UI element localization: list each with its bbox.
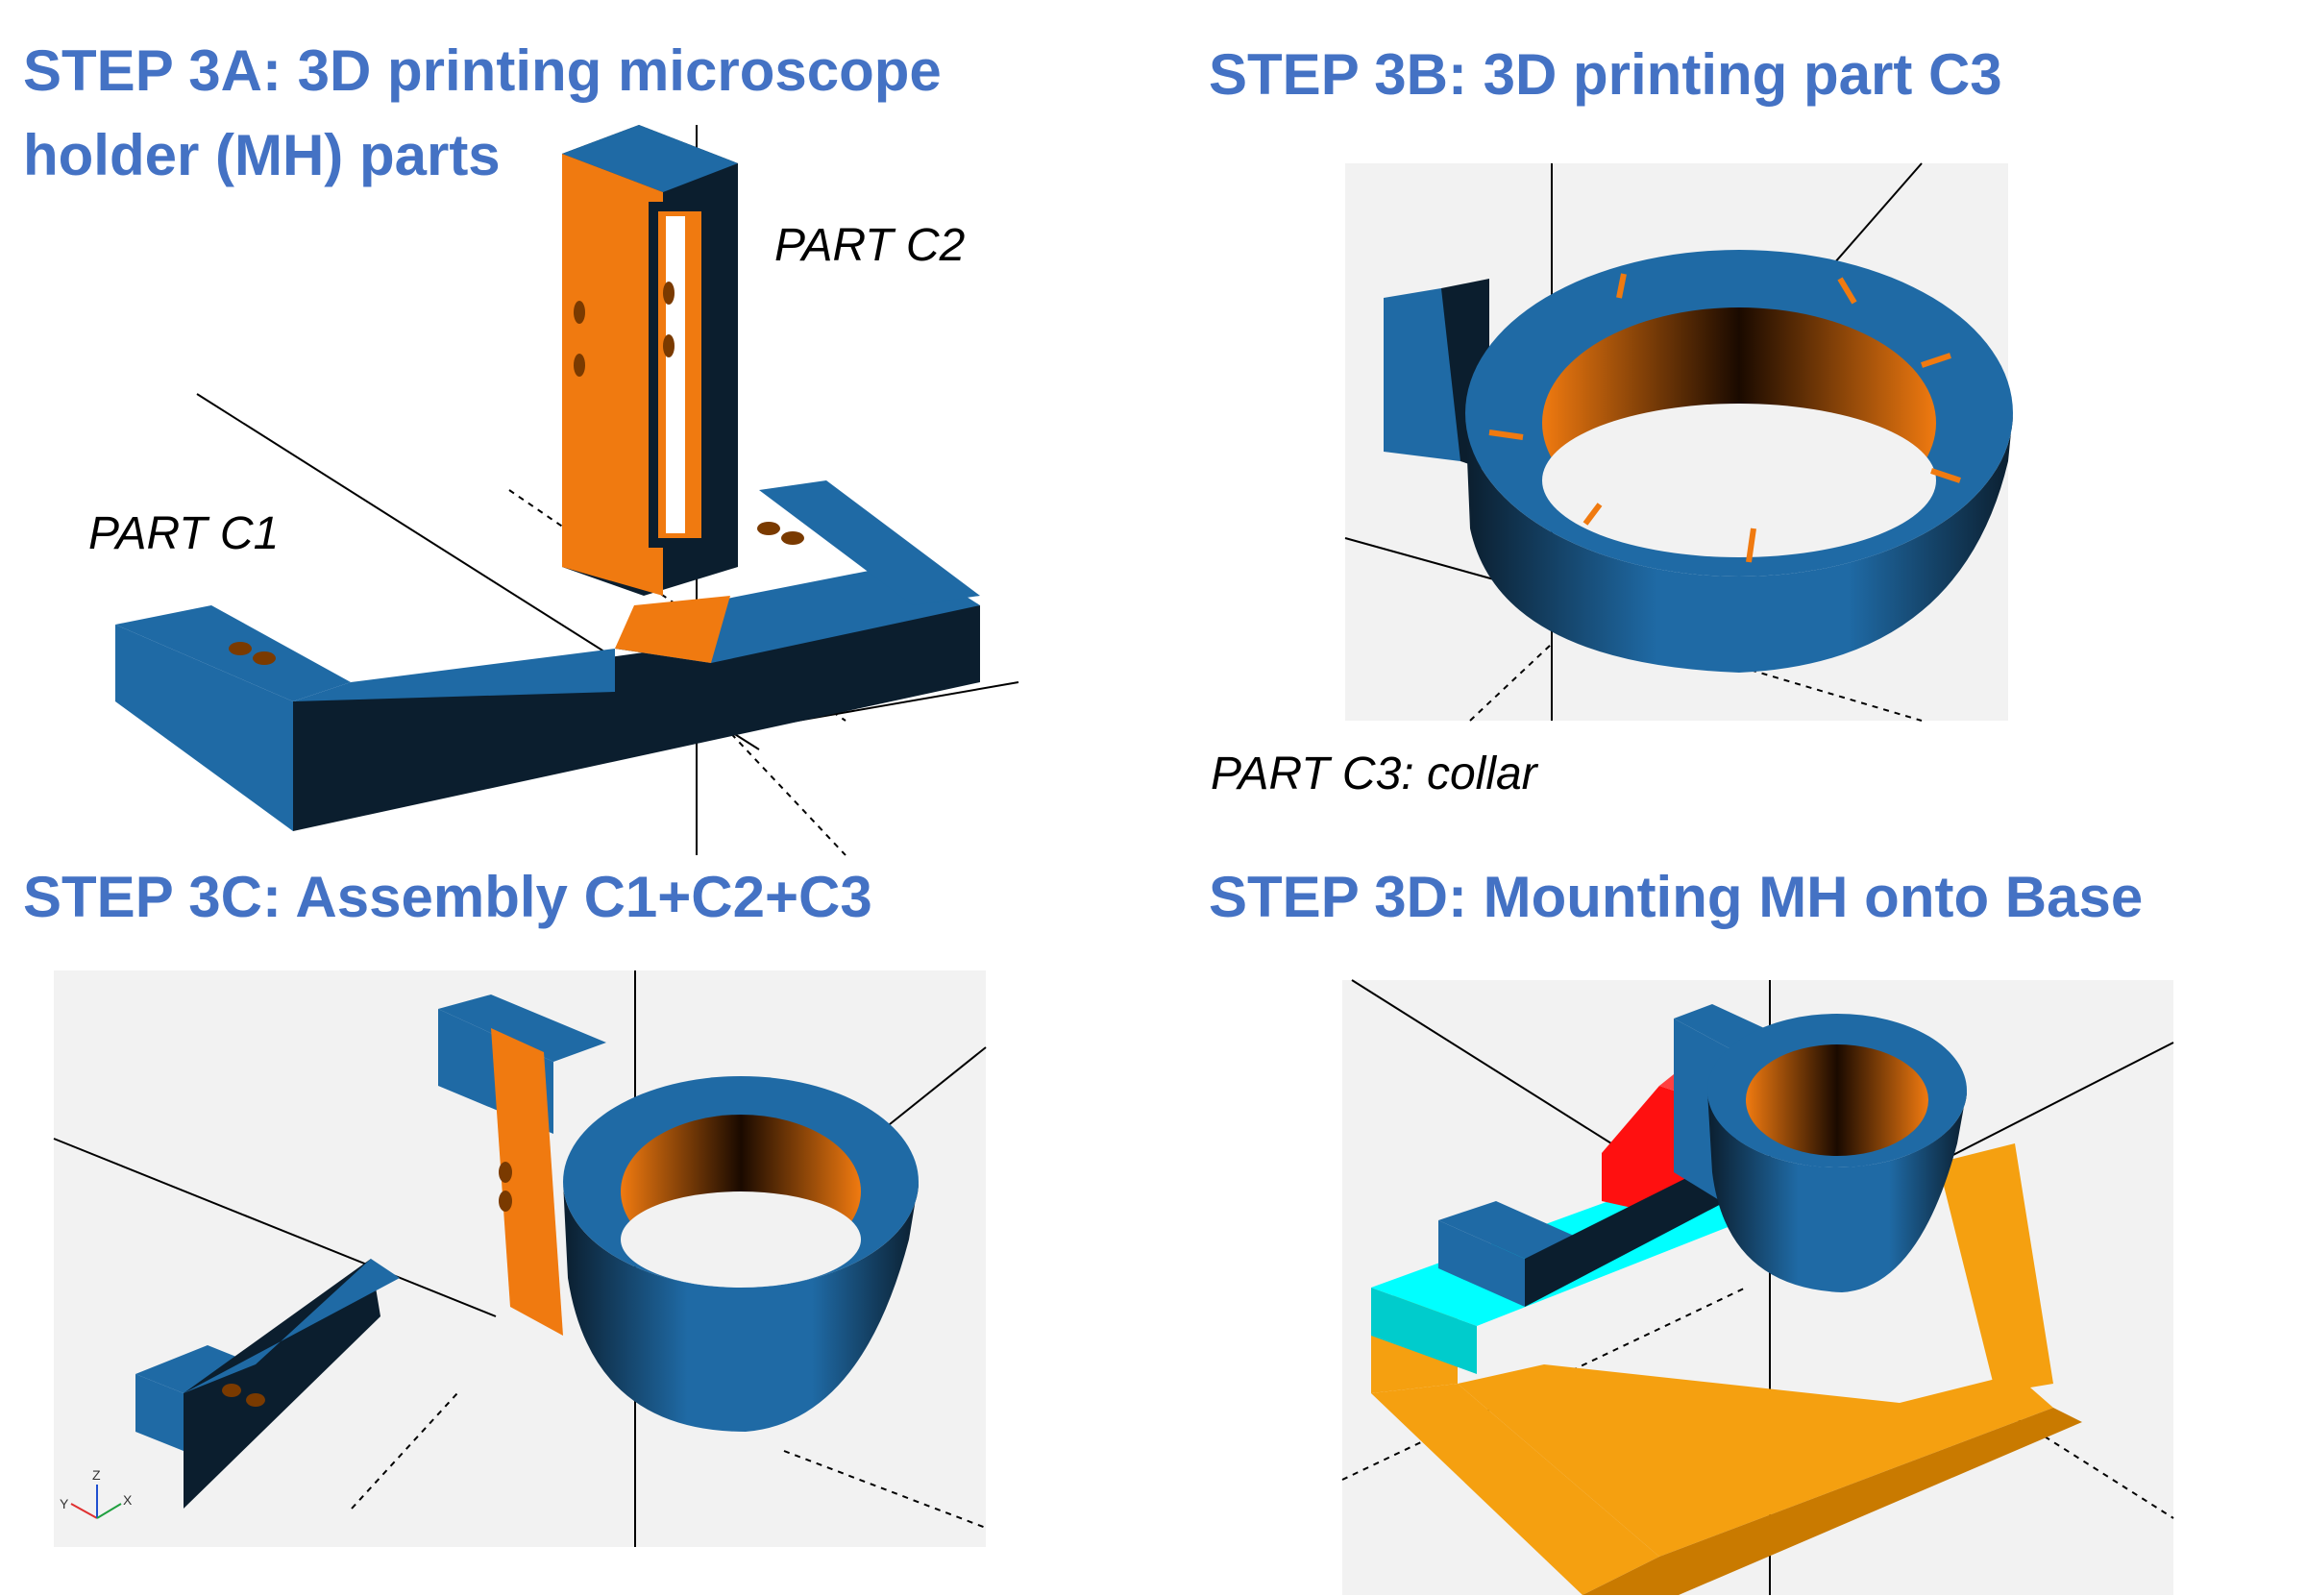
assembly-c1-shape <box>135 1259 400 1509</box>
axis-y-label: Y <box>60 1496 69 1511</box>
step-3a-render <box>115 125 1019 856</box>
part-c3-label: PART C3: collar <box>1211 749 1537 799</box>
step-3b-render <box>1344 162 2013 722</box>
part-c2-label: PART C2 <box>774 220 966 271</box>
base-shape <box>1371 1143 2082 1595</box>
axis-z-label: Z <box>92 1467 101 1483</box>
axis-triad-icon: Y Z X <box>60 1467 133 1519</box>
part-c1-shape <box>115 480 980 831</box>
part-c2-shape <box>562 125 738 596</box>
part-c3-collar-shape <box>1384 250 2013 673</box>
step-3b-title: STEP 3B: 3D printing part C3 <box>1209 42 2002 107</box>
step-3c-title: STEP 3C: Assembly C1+C2+C3 <box>23 865 872 929</box>
step-3a-title-line2: holder (MH) parts <box>23 123 501 187</box>
mh-assembly-shape <box>1438 1004 1967 1307</box>
axis-x-label: X <box>123 1492 133 1508</box>
part-c1-label: PART C1 <box>88 508 280 559</box>
step-3d-render <box>1341 979 2174 1595</box>
step-3a-title-line1: STEP 3A: 3D printing microscope <box>23 38 942 103</box>
assembly-c3-collar-shape <box>563 1076 919 1432</box>
axis-lines <box>53 970 987 1547</box>
assembly-c2-shape <box>438 994 606 1336</box>
step-3c-render: Y Z X <box>53 970 987 1547</box>
step-3d-title: STEP 3D: Mounting MH onto Base <box>1209 865 2144 929</box>
